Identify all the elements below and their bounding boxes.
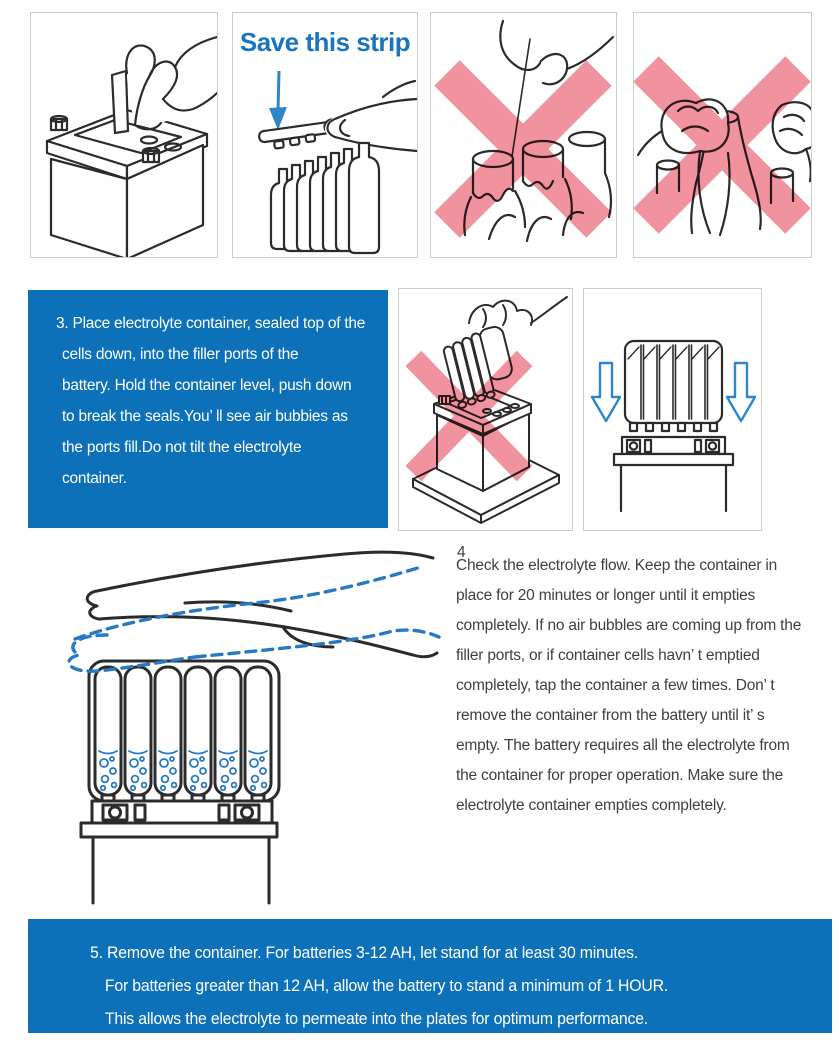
electrolyte-flow-illustration [67, 550, 441, 905]
step4-number: 4 [457, 544, 466, 561]
no-tilt-illustration [405, 296, 568, 524]
down-arrow-icon [590, 361, 757, 423]
step4-line: the container for proper operation. Make… [456, 767, 784, 784]
step5-line: 5. Remove the container. For batteries 3… [90, 943, 639, 962]
prohibition-x-icon [434, 60, 612, 238]
battery-strip-peel-illustration [45, 32, 217, 257]
panel-save-strip: Save this strip [232, 12, 418, 258]
step4-line: electrolyte container empties completely… [456, 797, 727, 814]
step5-line: This allows the electrolyte to permeate … [104, 1009, 649, 1028]
step4-line: completely, tap the container a few time… [456, 677, 775, 694]
step4-line: completely. If no air bubbles are coming… [456, 617, 802, 634]
step4-line: remove the container from the battery un… [456, 707, 765, 724]
step3-line: cells down, into the filler ports of the [62, 346, 299, 363]
step4-instruction: 4 Check the electrolyte flow. Keep the c… [456, 544, 839, 821]
step4-line: place for 20 minutes or longer until it … [456, 587, 756, 604]
step4-line: Check the electrolyte flow. Keep the con… [456, 557, 778, 574]
step5-line: For batteries greater than 12 AH, allow … [104, 976, 669, 995]
motion-dashed-lines-icon [67, 565, 441, 673]
no-puncture-illustration [434, 19, 615, 243]
prohibition-x-icon [405, 350, 533, 482]
step3-line: container. [62, 470, 127, 487]
save-strip-label: Save this strip [239, 27, 411, 57]
lower-straight-illustration [590, 339, 757, 513]
step3-line: 3. Place electrolyte container, sealed t… [56, 315, 366, 332]
panel-no-tilt [398, 288, 573, 531]
no-tear-illustration [634, 56, 811, 237]
step3-instruction-box: 3. Place electrolyte container, sealed t… [28, 290, 388, 528]
step4-line: filler ports, or if container cells havn… [456, 647, 760, 664]
step3-line: to break the seals.You’ ll see air bubbi… [62, 408, 348, 425]
step4-line: empty. The battery requires all the elec… [456, 737, 790, 754]
panel-no-puncture [430, 12, 617, 258]
step3-line: battery. Hold the container level, push … [62, 377, 352, 394]
save-strip-arrow-icon [269, 70, 287, 130]
step5-text: 5. Remove the container. For batteries 3… [28, 919, 832, 1035]
step3-text: 3. Place electrolyte container, sealed t… [28, 290, 388, 494]
prohibition-x-icon [634, 56, 811, 234]
save-strip-illustration [258, 70, 417, 255]
step3-line: the ports fill.Do not tilt the electroly… [62, 439, 302, 456]
battery-terminal-icon [49, 114, 161, 164]
panel-lower-straight [583, 288, 762, 531]
step5-instruction-box: 5. Remove the container. For batteries 3… [28, 919, 832, 1033]
panel-strip-removal [30, 12, 218, 258]
panel-no-tear [633, 12, 812, 258]
